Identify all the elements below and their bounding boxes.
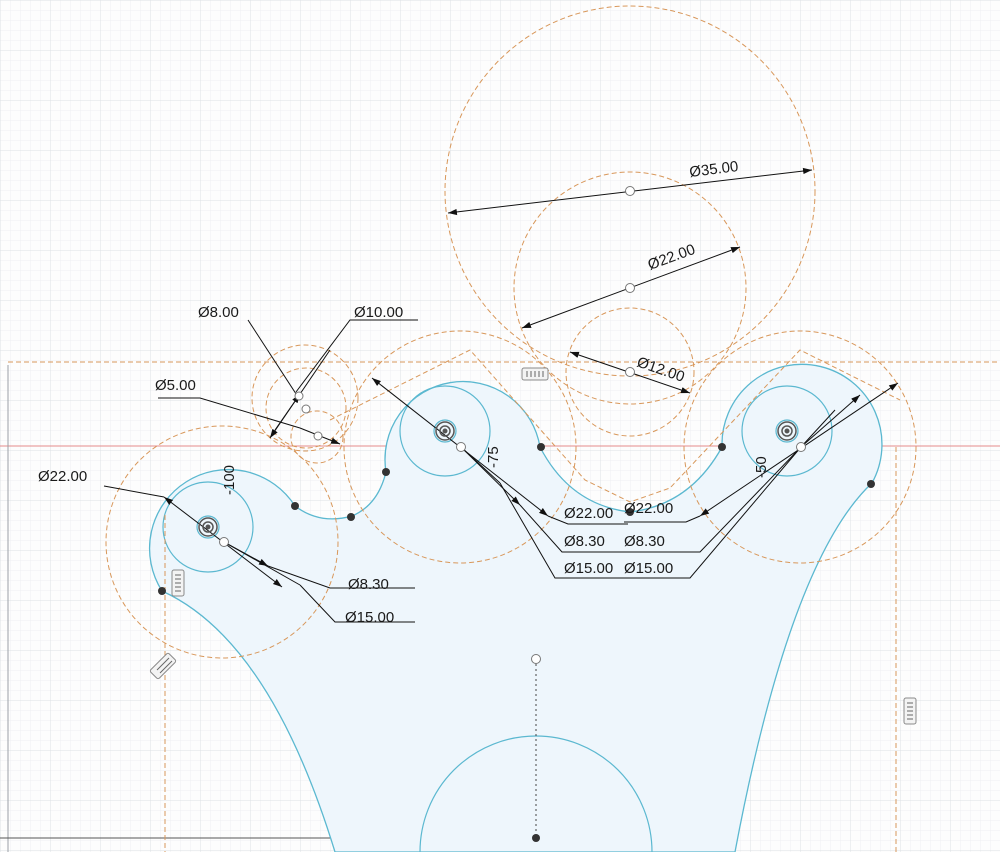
- dimension-15-mid[interactable]: Ø15.00: [564, 560, 613, 577]
- dimension-15-left[interactable]: Ø15.00: [345, 609, 394, 626]
- coordinate-label-left: -100: [221, 465, 238, 495]
- dimension-5[interactable]: Ø5.00: [155, 377, 196, 394]
- dimension-15-right[interactable]: Ø15.00: [624, 560, 673, 577]
- coordinate-label-middle: -75: [485, 446, 502, 468]
- dimension-22-right[interactable]: Ø22.00: [624, 500, 673, 517]
- dimension-22-mid[interactable]: Ø22.00: [564, 505, 613, 522]
- coordinate-label-right: -50: [753, 456, 770, 478]
- constraint-icon[interactable]: [149, 652, 177, 680]
- dimension-22-left[interactable]: Ø22.00: [38, 468, 87, 485]
- constraint-icon[interactable]: [521, 367, 549, 381]
- dimension-8[interactable]: Ø8.00: [198, 304, 239, 321]
- center-markers: [198, 421, 797, 537]
- dimension-8-30-mid[interactable]: Ø8.30: [564, 533, 605, 550]
- constraint-icon[interactable]: [903, 697, 917, 725]
- constraint-icon[interactable]: [171, 569, 185, 597]
- sketch-profile[interactable]: [148, 363, 883, 852]
- dimension-35[interactable]: Ø35.00: [688, 158, 739, 181]
- sketch-points[interactable]: [158, 186, 875, 843]
- dimension-8-30-right[interactable]: Ø8.30: [624, 533, 665, 550]
- dimension-8-30-left[interactable]: Ø8.30: [348, 576, 389, 593]
- dimension-10[interactable]: Ø10.00: [354, 304, 403, 321]
